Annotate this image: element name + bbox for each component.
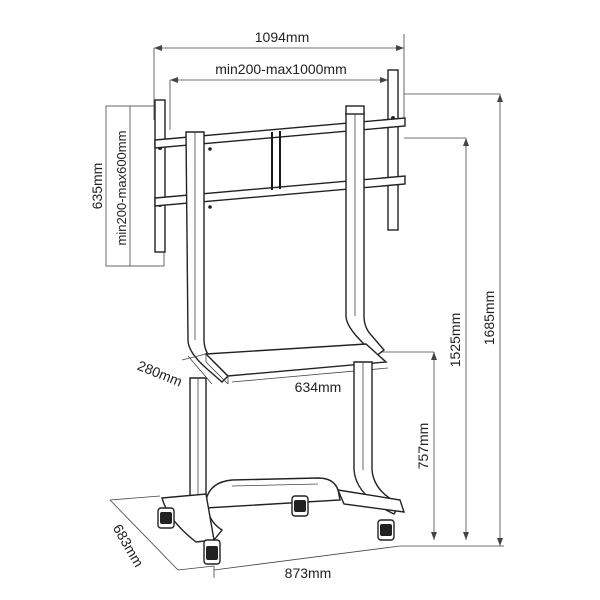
caster-front-right	[203, 539, 221, 565]
label-total-height: 1685mm	[481, 291, 497, 345]
label-shelf-height: 757mm	[415, 423, 431, 470]
dimension-overall-width	[153, 34, 405, 120]
vesa-mounting-bracket	[154, 69, 406, 253]
label-base-width: 873mm	[285, 565, 332, 581]
label-base-depth: 683mm	[110, 521, 147, 569]
lower-leg-right	[353, 361, 402, 515]
label-vesa-height: 635mm	[89, 163, 105, 210]
dimension-total-height	[400, 93, 504, 547]
caster-rear-right	[377, 519, 395, 541]
label-vesa-vertical: min200-max600mm	[114, 131, 129, 246]
label-vesa-horizontal: min200-max1000mm	[215, 61, 347, 77]
caster-rear-middle	[291, 495, 309, 517]
label-shelf-depth: 280mm	[135, 357, 184, 389]
upright-left	[185, 131, 229, 383]
dimension-upper-height	[404, 137, 469, 540]
label-upper-height: 1525mm	[447, 313, 463, 367]
glass-shelf	[204, 343, 388, 385]
upright-right	[345, 105, 386, 357]
caster-front-left	[157, 507, 175, 529]
dimension-base-depth	[109, 495, 215, 571]
label-shelf-width: 634mm	[295, 379, 342, 395]
dimension-shelf-depth	[181, 353, 213, 385]
dimension-shelf-height	[380, 351, 437, 540]
label-overall-width: 1094mm	[255, 29, 309, 45]
dimension-base-width	[213, 545, 401, 578]
